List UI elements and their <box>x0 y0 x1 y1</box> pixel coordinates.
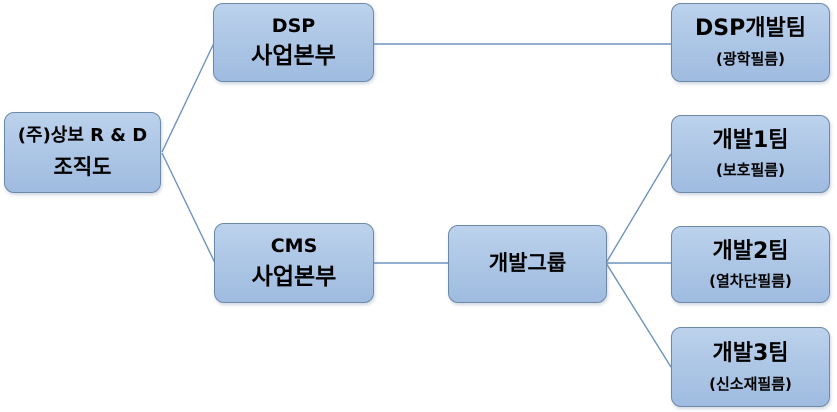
node-root-sublabel: 조직도 <box>53 154 112 179</box>
connector-root-cms-division <box>161 152 216 264</box>
node-team1-label: 개발1팀 <box>712 128 789 154</box>
node-dsp-team-sublabel: (광학필름) <box>716 50 785 69</box>
node-team1-sublabel: (보호필름) <box>716 161 785 180</box>
node-dsp-division-sublabel: 사업본부 <box>251 43 336 70</box>
node-dsp-division: DSP 사업본부 <box>213 3 374 82</box>
node-root-label: (주)상보 R & D <box>17 125 148 147</box>
node-team2-sublabel: (열차단필름) <box>709 271 792 290</box>
node-dsp-team-label: DSP개발팀 <box>695 16 806 42</box>
node-dev-group-label: 개발그룹 <box>488 251 567 276</box>
node-team1: 개발1팀 (보호필름) <box>671 115 830 193</box>
node-dsp-team: DSP개발팀 (광학필름) <box>671 3 830 82</box>
connector-dev-group-team3 <box>605 262 672 368</box>
node-team2: 개발2팀 (열차단필름) <box>671 226 830 303</box>
node-team3-sublabel: (신소재필름) <box>709 374 792 393</box>
connector-dev-group-team1 <box>605 153 672 264</box>
node-team2-label: 개발2팀 <box>712 238 789 264</box>
node-root: (주)상보 R & D 조직도 <box>4 112 161 193</box>
node-team3-label: 개발3팀 <box>712 340 789 366</box>
node-cms-division-sublabel: 사업본부 <box>251 263 337 290</box>
node-cms-division: CMS 사업본부 <box>214 223 374 303</box>
connector-root-dsp-division <box>161 42 215 153</box>
node-dsp-division-label: DSP <box>271 14 316 37</box>
node-team3: 개발3팀 (신소재필름) <box>671 327 830 407</box>
node-dev-group: 개발그룹 <box>448 225 607 303</box>
node-cms-division-label: CMS <box>270 234 318 257</box>
